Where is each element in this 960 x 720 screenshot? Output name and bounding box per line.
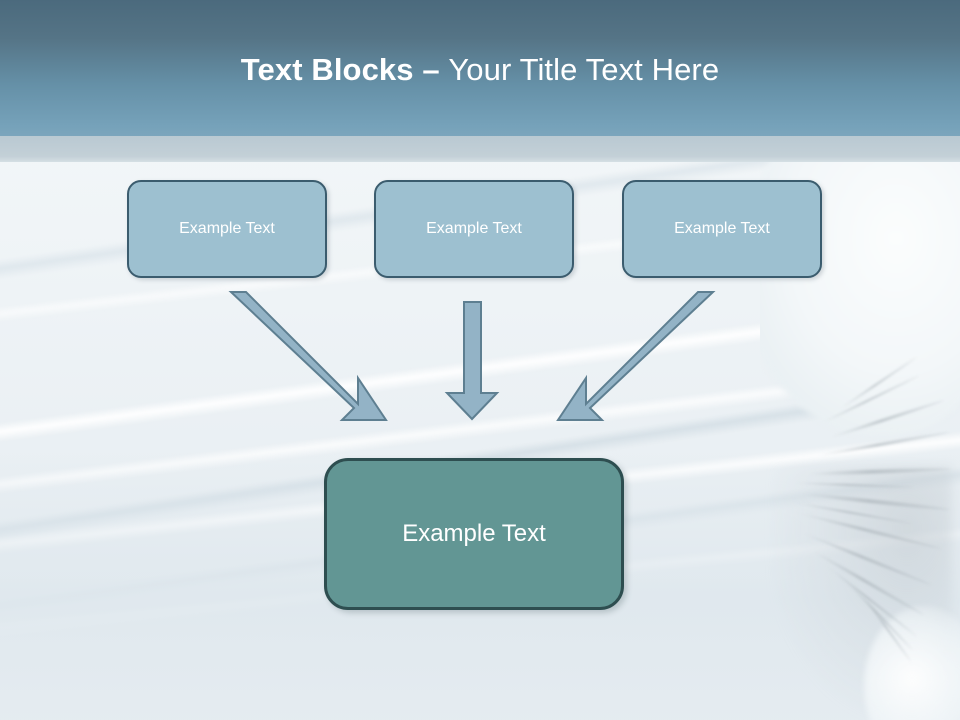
page-title: Text Blocks – Your Title Text Here — [0, 50, 960, 90]
text-block-1[interactable]: Example Text — [127, 180, 327, 278]
text-block-1-label: Example Text — [179, 220, 275, 237]
text-block-result[interactable]: Example Text — [324, 458, 624, 610]
title-header-bar: Text Blocks – Your Title Text Here — [0, 0, 960, 136]
text-block-2[interactable]: Example Text — [374, 180, 574, 278]
eye-photo-region — [760, 136, 960, 720]
header-accent-band — [0, 136, 960, 162]
text-block-result-label: Example Text — [402, 520, 546, 547]
text-block-2-label: Example Text — [426, 220, 522, 237]
page-title-bold: Text Blocks – — [240, 52, 449, 87]
text-block-3-label: Example Text — [674, 220, 770, 237]
page-title-light: Your Title Text Here — [448, 52, 720, 87]
text-block-3[interactable]: Example Text — [622, 180, 822, 278]
